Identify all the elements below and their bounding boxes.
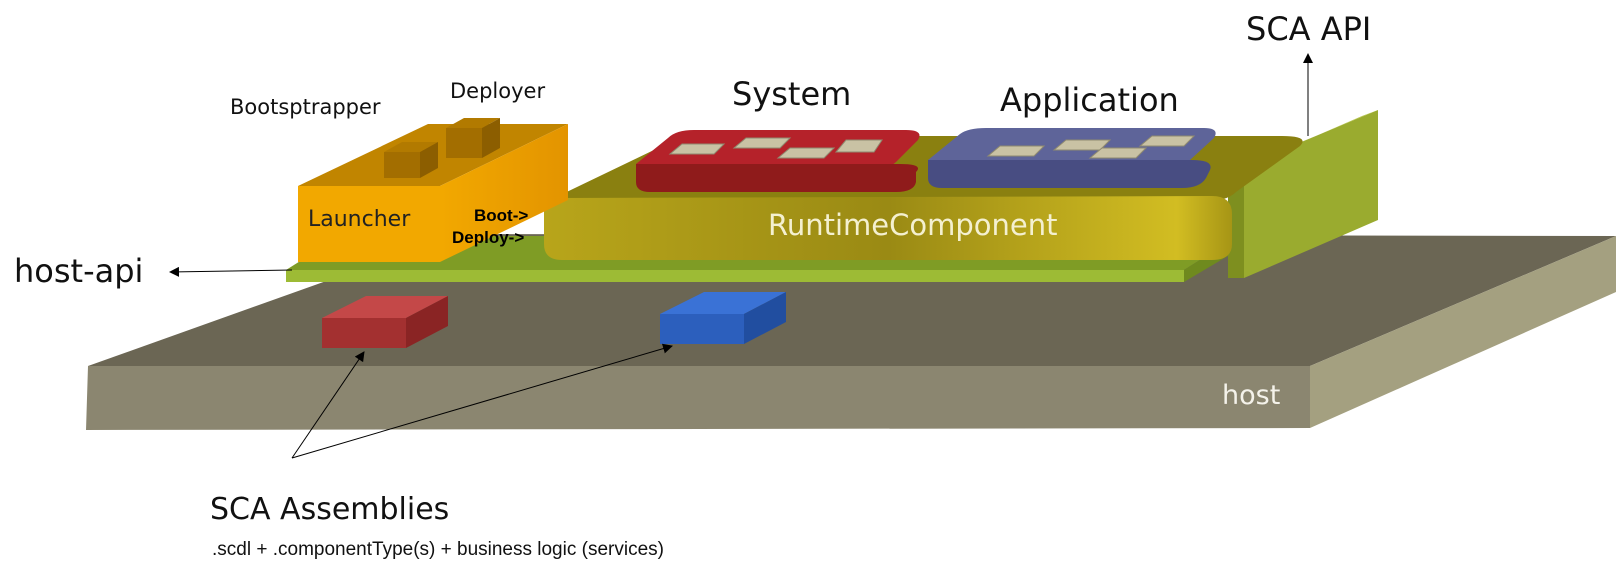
launcher-block [298,118,568,262]
host-api-arrow [169,266,293,277]
host-side-face [1310,236,1616,428]
deploy-arrow-label: Deploy-> [452,228,525,247]
boot-arrow-label: Boot-> [474,206,529,225]
assembly-pointer-red [291,351,365,459]
launcher-front-face [298,186,440,262]
sca-assemblies-label: SCA Assemblies [210,492,450,527]
host-api-label: host-api [14,252,144,290]
system-subcomponents [668,137,883,159]
connectors [169,53,1313,459]
application-label: Application [1000,81,1179,119]
bootstrapper-cube [384,142,438,178]
application-subcomponents [986,135,1196,159]
system-label: System [732,75,852,113]
deployer-label: Deployer [450,79,546,103]
runtime-component-label: RuntimeComponent [768,208,1058,242]
assembly-pointer-blue [291,343,673,459]
sca-api-label: SCA API [1246,10,1372,48]
application-component [928,128,1216,188]
runtime-front-face [544,196,1232,260]
host-front-face [86,366,1310,430]
assembly-blue [660,292,786,344]
system-component [636,130,920,192]
launcher-label: Launcher [308,207,411,232]
host-label: host [1222,380,1281,411]
sca-assemblies-detail: .scdl + .componentType(s) + business log… [212,539,664,560]
bootstrapper-label: Bootsptrapper [230,95,381,119]
launcher-side-face [440,124,568,262]
assembly-red [322,296,448,348]
deployer-cube [446,118,500,158]
